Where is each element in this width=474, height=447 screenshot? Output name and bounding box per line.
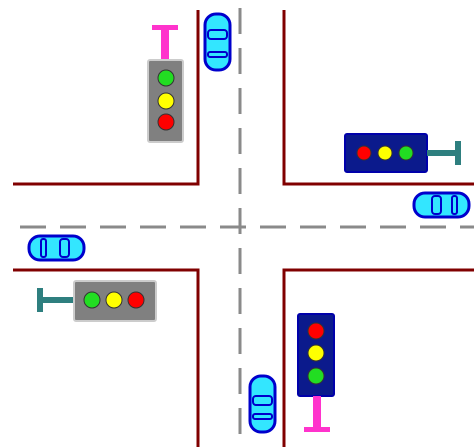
car-north: [205, 14, 230, 70]
traffic-light-pole: [37, 288, 76, 312]
traffic-light-bottom-right: [298, 314, 334, 432]
red-lamp: [357, 146, 371, 160]
car-east: [414, 193, 469, 217]
car-body: [29, 236, 84, 260]
green-lamp: [308, 368, 324, 384]
yellow-lamp: [378, 146, 392, 160]
red-lamp: [128, 292, 144, 308]
traffic-light-bottom-left: [37, 281, 156, 321]
traffic-light-pole: [304, 396, 330, 432]
traffic-light-top-left: [148, 25, 183, 142]
traffic-light-pole: [427, 141, 461, 165]
traffic-light-top-right: [345, 134, 461, 172]
green-lamp: [84, 292, 100, 308]
red-lamp: [308, 323, 324, 339]
yellow-lamp: [308, 345, 324, 361]
yellow-lamp: [106, 292, 122, 308]
car-west: [29, 236, 84, 260]
car-south: [250, 376, 275, 432]
car-body: [205, 14, 230, 70]
traffic-light-pole: [152, 25, 178, 62]
green-lamp: [399, 146, 413, 160]
lane-markings: [20, 8, 474, 447]
green-lamp: [158, 70, 174, 86]
yellow-lamp: [158, 93, 174, 109]
red-lamp: [158, 114, 174, 130]
